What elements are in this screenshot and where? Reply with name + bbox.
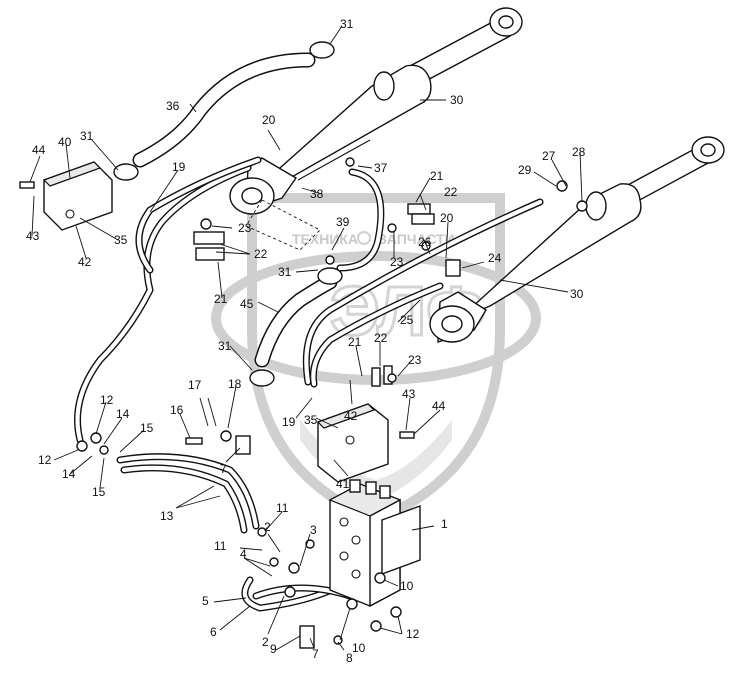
callout-30: 30 (570, 287, 584, 301)
callout-24: 24 (488, 251, 502, 265)
callout-4: 4 (240, 547, 247, 561)
mounting-hint (245, 199, 321, 251)
callout-6: 6 (210, 625, 217, 639)
callout-43: 43 (402, 387, 416, 401)
callout-42: 42 (344, 409, 358, 423)
callout-44: 44 (432, 399, 446, 413)
callout-11: 11 (276, 501, 289, 515)
callout-45: 45 (240, 297, 254, 311)
protective-sleeve-45 (254, 274, 338, 368)
bracket-40 (42, 161, 113, 231)
callout-16: 16 (170, 403, 184, 417)
callout-23: 23 (408, 353, 422, 367)
hoses (74, 156, 544, 612)
callout-41: 41 (336, 477, 350, 491)
callout-30: 30 (450, 93, 464, 107)
callout-2: 2 (264, 520, 271, 534)
callout-29: 29 (518, 163, 532, 177)
callout-37: 37 (374, 161, 388, 175)
callout-12: 12 (38, 453, 52, 467)
callout-20: 20 (262, 113, 276, 127)
hydraulic-cylinder-upper (229, 7, 523, 215)
callout-2: 2 (262, 635, 269, 649)
callout-11: 11 (214, 539, 227, 553)
callout-1: 1 (441, 517, 448, 531)
callout-36: 36 (166, 99, 180, 113)
callout-21: 21 (348, 335, 362, 349)
callout-3: 3 (310, 523, 317, 537)
callout-21: 21 (214, 292, 228, 306)
callout-42: 42 (78, 255, 92, 269)
callout-14: 14 (62, 467, 76, 481)
hydraulic-cylinder-lower (429, 136, 725, 343)
callout-31: 31 (340, 17, 354, 31)
callout-10: 10 (400, 579, 414, 593)
callout-13: 13 (160, 509, 174, 523)
callout-10: 10 (352, 641, 366, 655)
callout-8: 8 (346, 651, 353, 665)
clamps-and-fittings (19, 41, 588, 649)
callout-9: 9 (270, 642, 277, 656)
callout-40: 40 (58, 135, 72, 149)
callout-5: 5 (202, 594, 209, 608)
callout-15: 15 (92, 485, 106, 499)
watermark-right-text: ЗАПЧАСТИ (378, 231, 455, 247)
callout-38: 38 (310, 187, 324, 201)
callout-18: 18 (228, 377, 242, 391)
callout-22: 22 (254, 247, 268, 261)
callout-17: 17 (188, 378, 202, 392)
callout-12: 12 (100, 393, 114, 407)
callout-26: 26 (418, 235, 432, 249)
callout-21: 21 (430, 169, 444, 183)
callout-43: 43 (26, 229, 40, 243)
callout-35: 35 (304, 413, 318, 427)
callout-44: 44 (32, 143, 46, 157)
callout-22: 22 (374, 331, 388, 345)
callout-22: 22 (444, 185, 458, 199)
callout-12: 12 (406, 627, 420, 641)
callout-27: 27 (542, 149, 556, 163)
callout-28: 28 (572, 145, 586, 159)
callout-31: 31 (278, 265, 292, 279)
callout-23: 23 (390, 255, 404, 269)
callout-19: 19 (172, 160, 186, 174)
callout-labels: 1 2 2 3 4 5 6 7 7 8 9 10 10 11 11 12 12 … (26, 17, 586, 665)
watermark-left-text: ТЕХНИКА (292, 231, 358, 247)
bracket-41 (316, 403, 389, 483)
protective-sleeve-36 (132, 52, 316, 168)
callout-35: 35 (114, 233, 128, 247)
callout-25: 25 (400, 313, 414, 327)
callout-7: 7 (312, 647, 319, 661)
leader-lines (29, 25, 583, 651)
callout-7: 7 (220, 462, 227, 476)
callout-23: 23 (238, 221, 252, 235)
callout-31: 31 (218, 339, 232, 353)
callout-14: 14 (116, 407, 130, 421)
callout-19: 19 (282, 415, 296, 429)
callout-31: 31 (80, 129, 94, 143)
callout-20: 20 (440, 211, 454, 225)
callout-15: 15 (140, 421, 154, 435)
callout-39: 39 (336, 215, 350, 229)
